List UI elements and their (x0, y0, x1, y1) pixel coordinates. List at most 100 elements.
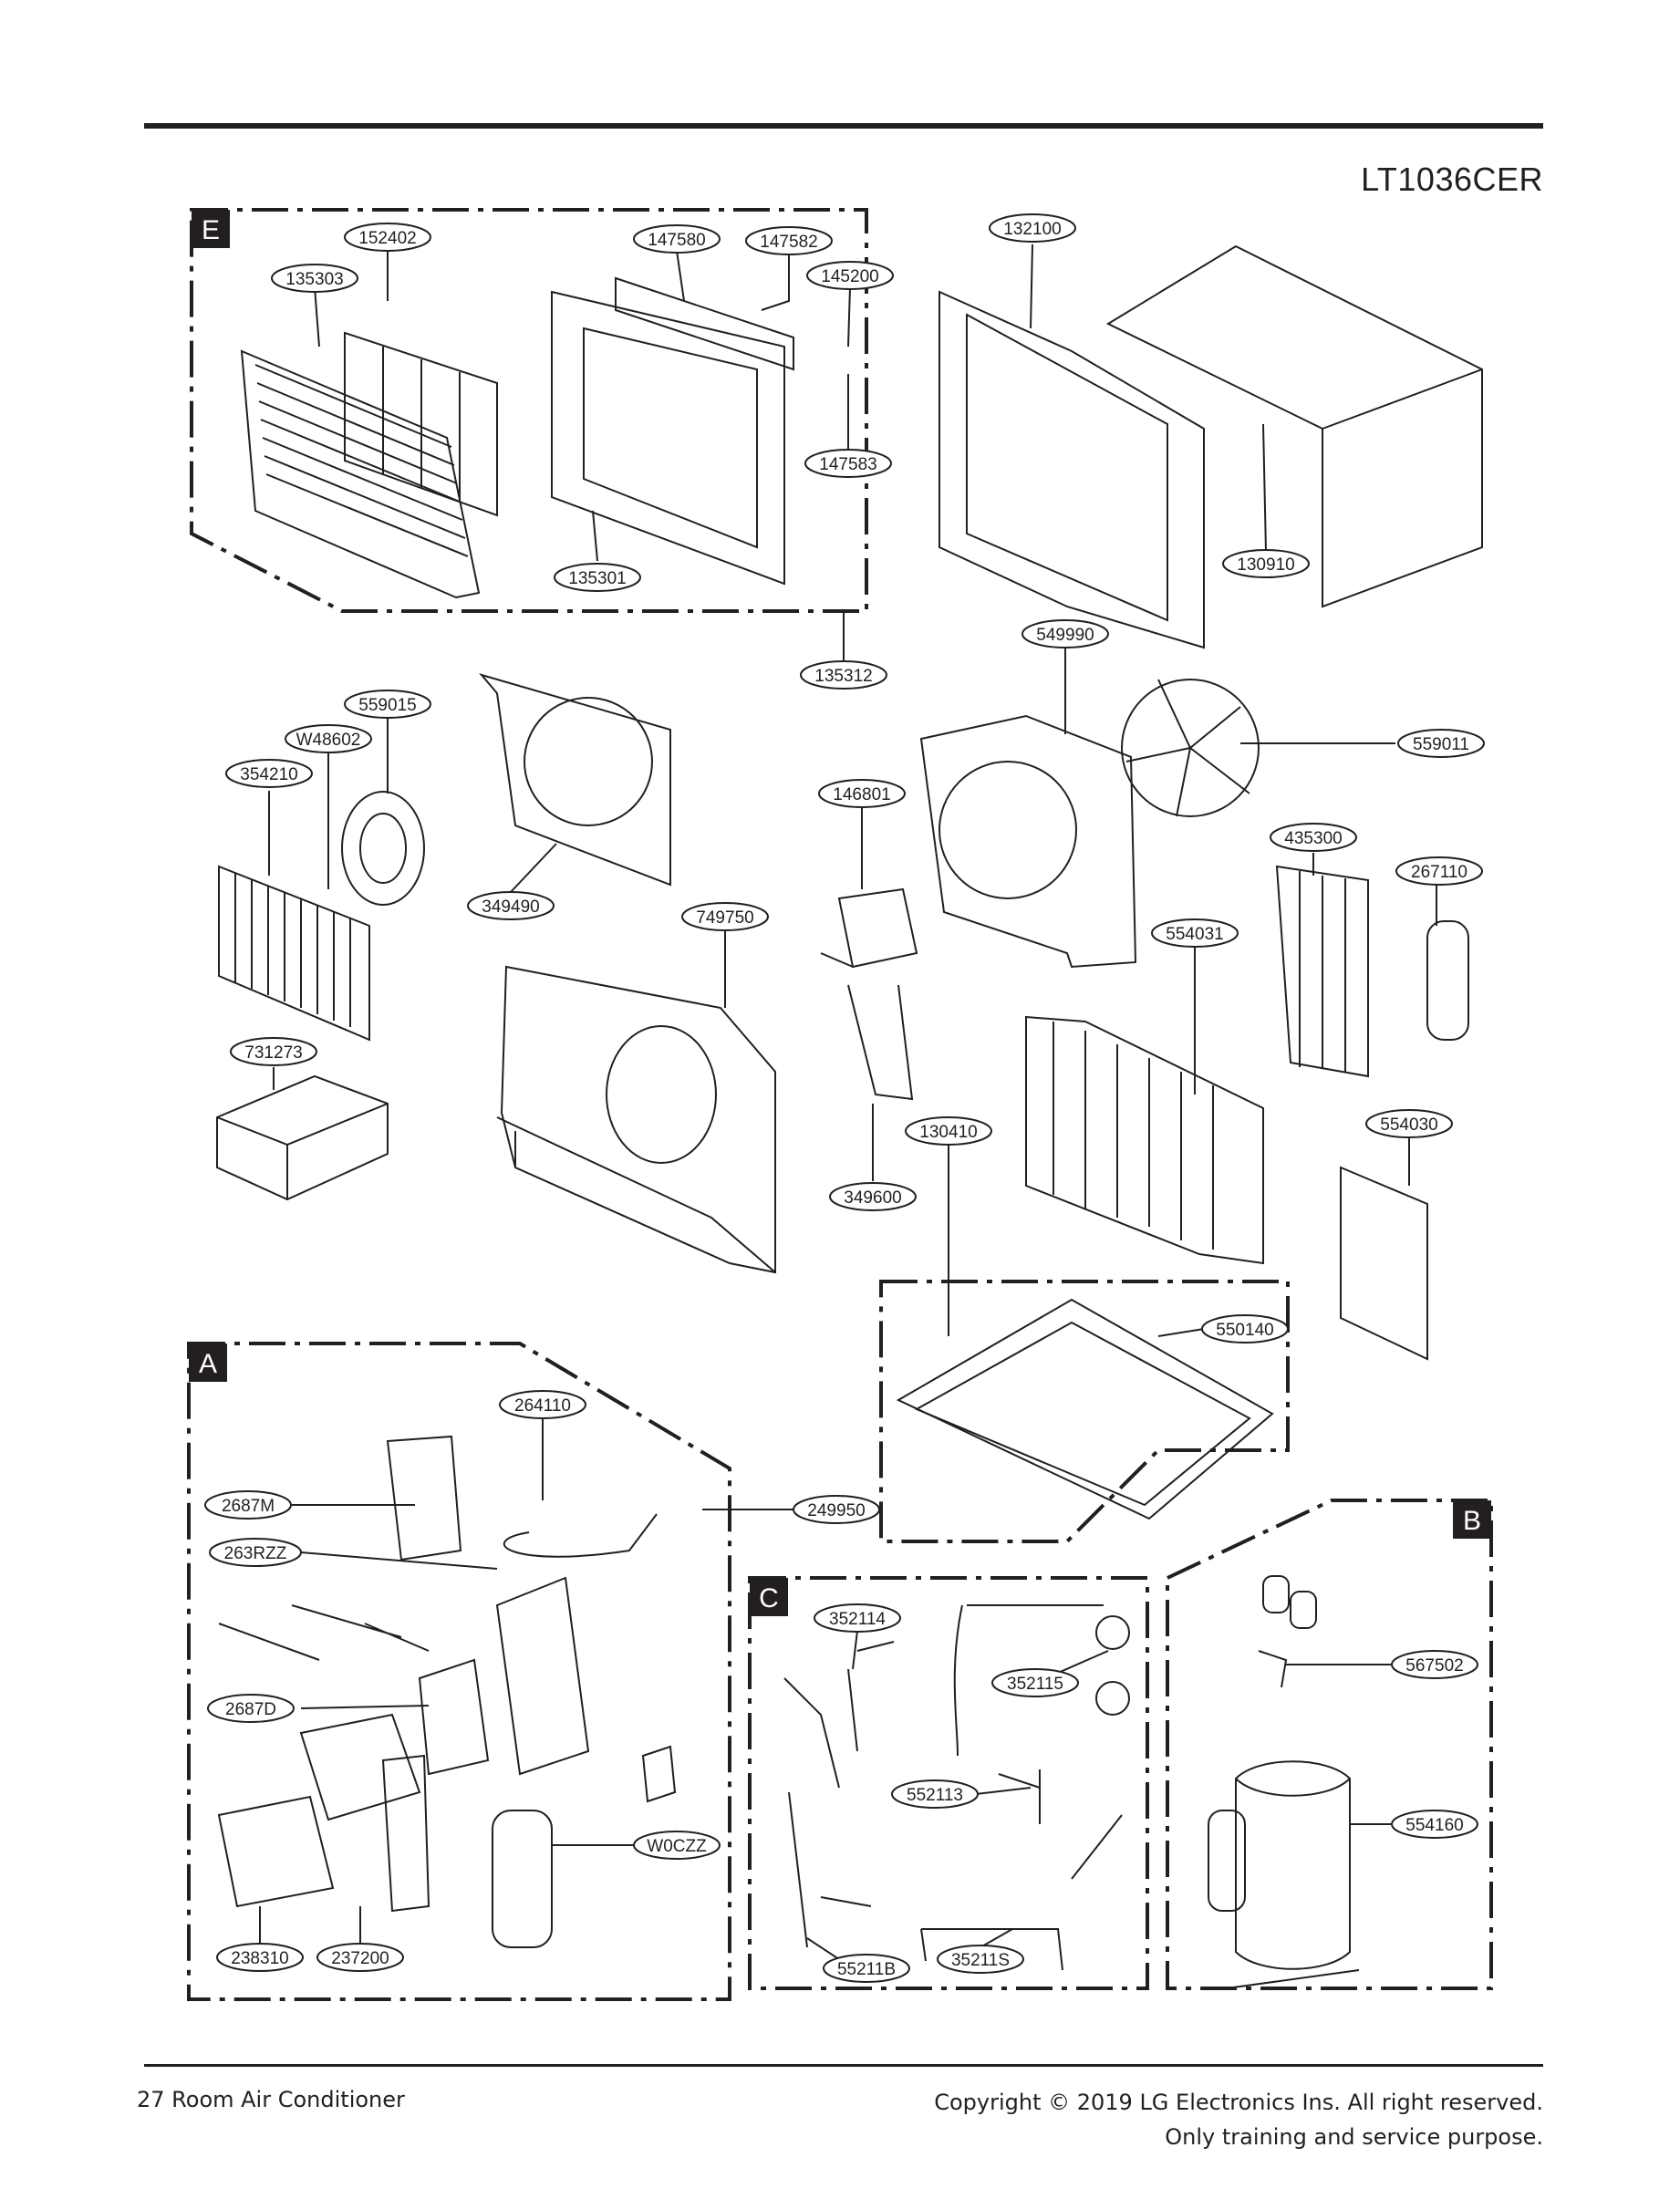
callout-554030: 554030 (1365, 1109, 1453, 1138)
callout-label: 152402 (358, 229, 416, 248)
condenser-guard-drawing (1275, 865, 1369, 1078)
callout-559015: 559015 (344, 690, 431, 719)
callout-152402: 152402 (344, 223, 431, 252)
side-panel-drawing (1340, 1166, 1428, 1361)
evaporator-coil-drawing (218, 865, 370, 1042)
model-number: LT1036CER (1361, 161, 1543, 198)
fan-shroud-drawing (919, 714, 1137, 969)
callout-label: 552113 (907, 1786, 963, 1805)
package-box-drawing (216, 1074, 389, 1201)
filter-drawing (344, 331, 498, 517)
callout-135303: 135303 (271, 264, 358, 293)
section-a-frame (187, 1342, 731, 2001)
wire-harness-drawing (218, 1604, 430, 1661)
control-box-drawing (386, 1435, 462, 1561)
callout-label: 130910 (1237, 555, 1294, 575)
callout-552113: 552113 (891, 1779, 979, 1809)
terminal-cover-drawing (1258, 1650, 1288, 1688)
usage-notice: Only training and service purpose. (1165, 2124, 1543, 2150)
condenser-fan-drawing (1121, 679, 1260, 817)
callout-749750: 749750 (681, 902, 769, 931)
callout-237200: 237200 (316, 1943, 404, 1972)
leader-263RZZ (300, 1551, 498, 1570)
callout-label: B (1463, 1506, 1481, 1536)
callout-label: 554030 (1380, 1115, 1437, 1135)
callout-label: 2687D (225, 1700, 276, 1719)
front-grille-drawing (240, 349, 481, 599)
callout-label: 130410 (919, 1123, 977, 1142)
callout-label: 238310 (231, 1949, 288, 1968)
callout-label: 549990 (1036, 626, 1094, 645)
callout-135312: 135312 (800, 660, 887, 690)
callout-label: 554031 (1166, 925, 1223, 944)
callout-label: 55211B (837, 1960, 896, 1979)
callout-55211B: 55211B (823, 1954, 910, 1983)
callout-35211S: 35211S (937, 1945, 1024, 1974)
electrical-box-drawing (495, 1576, 590, 1776)
leader-130910 (1262, 423, 1267, 553)
callout-label: 559011 (1413, 735, 1469, 754)
callout-2687M: 2687M (204, 1490, 292, 1520)
callout-554160: 554160 (1391, 1810, 1478, 1839)
top-rule (144, 123, 1543, 129)
control-holder-drawing (381, 1754, 430, 1913)
callout-label: 135312 (814, 667, 872, 686)
leader-35211S (980, 1928, 1013, 1948)
callout-label: 435300 (1284, 829, 1342, 848)
callout-label: 731273 (244, 1043, 302, 1063)
callout-354210: 354210 (225, 759, 313, 788)
callout-554031: 554031 (1151, 918, 1239, 948)
callout-label: 749750 (696, 908, 753, 928)
section-e-frame (190, 208, 868, 613)
capacitor-drawing (492, 1810, 553, 1948)
callout-146801: 146801 (818, 779, 906, 808)
callout-550140: 550140 (1201, 1314, 1289, 1343)
orifice-drawing (479, 673, 671, 887)
callout-147583: 147583 (804, 449, 892, 478)
callout-label: 147580 (648, 231, 705, 250)
leader-552113 (975, 1787, 1032, 1795)
callout-label: 567502 (1405, 1656, 1463, 1675)
window-frame-drawing (939, 290, 1205, 649)
callout-label: 559015 (358, 696, 416, 715)
callout-label: W0CZZ (647, 1837, 707, 1856)
callout-249950: 249950 (793, 1495, 880, 1524)
callout-549990: 549990 (1021, 619, 1109, 648)
callout-label: 249950 (807, 1501, 865, 1520)
accumulator-drawing (1208, 1810, 1246, 1912)
callout-label: 135303 (285, 270, 343, 289)
display-board-drawing (299, 1713, 421, 1821)
callout-130410: 130410 (905, 1116, 992, 1146)
callout-label: 237200 (331, 1949, 389, 1968)
callout-349490: 349490 (467, 891, 555, 920)
louver-drawing (615, 276, 794, 371)
leader-147580 (676, 250, 685, 302)
section-c-frame (748, 1576, 1149, 1990)
callout-label: A (199, 1349, 217, 1379)
chassis-drawing (500, 965, 776, 1274)
callout-352114: 352114 (814, 1603, 901, 1633)
callout-132100: 132100 (989, 213, 1076, 243)
callout-435300: 435300 (1270, 823, 1357, 852)
fan-motor-drawing (837, 887, 918, 969)
pipe-55211B-drawing (788, 1791, 872, 1948)
callout-238310: 238310 (216, 1943, 304, 1972)
leader-550140 (1157, 1328, 1205, 1337)
callout-147582: 147582 (745, 226, 833, 255)
leader-352114 (852, 1630, 858, 1670)
copyright-block: Copyright © 2019 LG Electronics Ins. All… (934, 2085, 1543, 2154)
callout-135301: 135301 (554, 563, 641, 592)
leader-135303 (314, 286, 320, 348)
callout-130910: 130910 (1222, 549, 1310, 578)
callout-263RZZ: 263RZZ (209, 1538, 302, 1567)
pipe-552113-drawing (998, 1769, 1041, 1824)
callout-label: 135301 (568, 569, 626, 588)
callout-label: 264110 (514, 1396, 571, 1416)
blower-wheel-drawing (341, 791, 425, 906)
section-b-marker: B (1453, 1500, 1491, 1539)
power-cord-drawing (503, 1513, 658, 1558)
callout-731273: 731273 (230, 1037, 317, 1066)
callout-label: W48602 (296, 731, 361, 750)
